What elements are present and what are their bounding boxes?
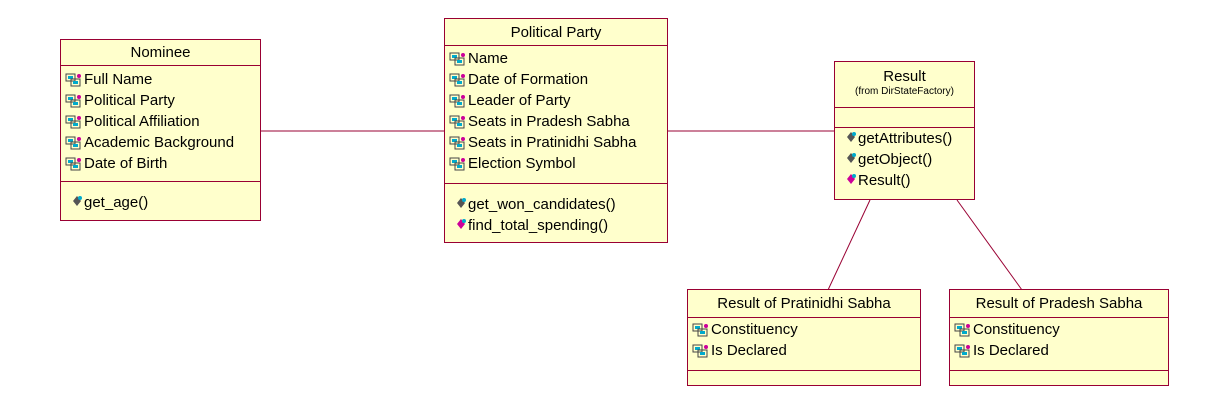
attribute-icon	[449, 72, 467, 88]
operation-compartment: getAttributes() getObject() Result()	[835, 128, 974, 191]
attribute-row[interactable]: Date of Birth	[61, 153, 260, 174]
class-name: Result of Pradesh Sabha	[975, 295, 1143, 312]
attribute-row[interactable]: Election Symbol	[445, 153, 667, 174]
attribute-icon	[954, 343, 972, 359]
attribute-icon	[65, 156, 83, 172]
class-name: Political Party	[510, 24, 602, 41]
operation-compartment	[688, 371, 920, 385]
class-result[interactable]: Result (from DirStateFactory) getAttribu…	[834, 61, 975, 200]
attribute-icon	[449, 156, 467, 172]
operation-icon	[455, 197, 467, 213]
attribute-label: Seats in Pradesh Sabha	[468, 113, 630, 130]
attribute-icon	[954, 322, 972, 338]
attribute-label: Constituency	[973, 321, 1060, 338]
attribute-row[interactable]: Name	[445, 48, 667, 69]
class-header: Nominee	[61, 40, 260, 66]
attribute-row[interactable]: Academic Background	[61, 132, 260, 153]
attribute-label: Academic Background	[84, 134, 235, 151]
attribute-icon	[65, 114, 83, 130]
attribute-label: Leader of Party	[468, 92, 571, 109]
attribute-label: Is Declared	[973, 342, 1049, 359]
class-header: Result of Pradesh Sabha	[950, 290, 1168, 318]
attribute-label: Full Name	[84, 71, 153, 88]
operation-compartment: get_age()	[61, 182, 260, 213]
operation-row[interactable]: getAttributes()	[835, 128, 974, 149]
attribute-label: Is Declared	[711, 342, 787, 359]
class-result-of-pratinidhi-sabha[interactable]: Result of Pratinidhi Sabha Constituency …	[687, 289, 921, 386]
operation-row[interactable]: get_age()	[61, 192, 260, 213]
association-result-pradesh	[956, 199, 1023, 291]
class-stereotype: (from DirStateFactory)	[855, 86, 954, 97]
operation-icon	[845, 152, 857, 168]
attribute-label: Political Party	[84, 92, 175, 109]
operation-row[interactable]: getObject()	[835, 149, 974, 170]
operation-row[interactable]: find_total_spending()	[445, 215, 667, 236]
operation-label: getAttributes()	[858, 130, 953, 147]
attribute-row[interactable]: Full Name	[61, 69, 260, 90]
attribute-row[interactable]: Seats in Pratinidhi Sabha	[445, 132, 667, 153]
attribute-label: Name	[468, 50, 509, 67]
attribute-row[interactable]: Date of Formation	[445, 69, 667, 90]
attribute-label: Election Symbol	[468, 155, 576, 172]
operation-icon	[71, 195, 83, 211]
class-name: Nominee	[130, 44, 191, 61]
class-nominee[interactable]: Nominee Full Name Political Party Politi…	[60, 39, 261, 221]
operation-icon	[845, 131, 857, 147]
class-name: Result of Pratinidhi Sabha	[717, 295, 891, 312]
attribute-row[interactable]: Political Party	[61, 90, 260, 111]
attribute-label: Seats in Pratinidhi Sabha	[468, 134, 637, 151]
attribute-compartment: Constituency Is Declared	[688, 318, 920, 371]
attribute-compartment: Name Date of Formation Leader of Party S…	[445, 46, 667, 184]
attribute-label: Political Affiliation	[84, 113, 200, 130]
operation-label: get_won_candidates()	[468, 196, 616, 213]
attribute-compartment: Constituency Is Declared	[950, 318, 1168, 371]
class-header: Result (from DirStateFactory)	[835, 62, 974, 108]
attribute-label: Constituency	[711, 321, 798, 338]
attribute-icon	[449, 51, 467, 67]
attribute-icon	[692, 343, 710, 359]
attribute-compartment: Full Name Political Party Political Affi…	[61, 66, 260, 182]
attribute-label: Date of Formation	[468, 71, 589, 88]
attribute-row[interactable]: Is Declared	[688, 340, 920, 361]
attribute-icon	[65, 72, 83, 88]
operation-compartment: get_won_candidates() find_total_spending…	[445, 184, 667, 236]
class-header: Result of Pratinidhi Sabha	[688, 290, 920, 318]
class-name: Result	[883, 68, 926, 85]
attribute-icon	[449, 93, 467, 109]
attribute-compartment	[835, 108, 974, 128]
attribute-row[interactable]: Seats in Pradesh Sabha	[445, 111, 667, 132]
class-result-of-pradesh-sabha[interactable]: Result of Pradesh Sabha Constituency Is …	[949, 289, 1169, 386]
attribute-row[interactable]: Leader of Party	[445, 90, 667, 111]
operation-compartment	[950, 371, 1168, 385]
operation-icon	[455, 218, 467, 234]
attribute-icon	[65, 93, 83, 109]
operation-label: get_age()	[84, 194, 149, 211]
attribute-icon	[449, 114, 467, 130]
attribute-row[interactable]: Political Affiliation	[61, 111, 260, 132]
attribute-row[interactable]: Constituency	[950, 319, 1168, 340]
operation-row[interactable]: Result()	[835, 170, 974, 191]
attribute-label: Date of Birth	[84, 155, 168, 172]
attribute-row[interactable]: Is Declared	[950, 340, 1168, 361]
attribute-row[interactable]: Constituency	[688, 319, 920, 340]
attribute-icon	[449, 135, 467, 151]
operation-row[interactable]: get_won_candidates()	[445, 194, 667, 215]
operation-label: getObject()	[858, 151, 933, 168]
operation-icon	[845, 173, 857, 189]
attribute-icon	[692, 322, 710, 338]
operation-label: Result()	[858, 172, 911, 189]
attribute-icon	[65, 135, 83, 151]
class-header: Political Party	[445, 19, 667, 46]
operation-label: find_total_spending()	[468, 217, 609, 234]
class-political-party[interactable]: Political Party Name Date of Formation L…	[444, 18, 668, 243]
association-result-pratinidhi	[827, 199, 871, 291]
